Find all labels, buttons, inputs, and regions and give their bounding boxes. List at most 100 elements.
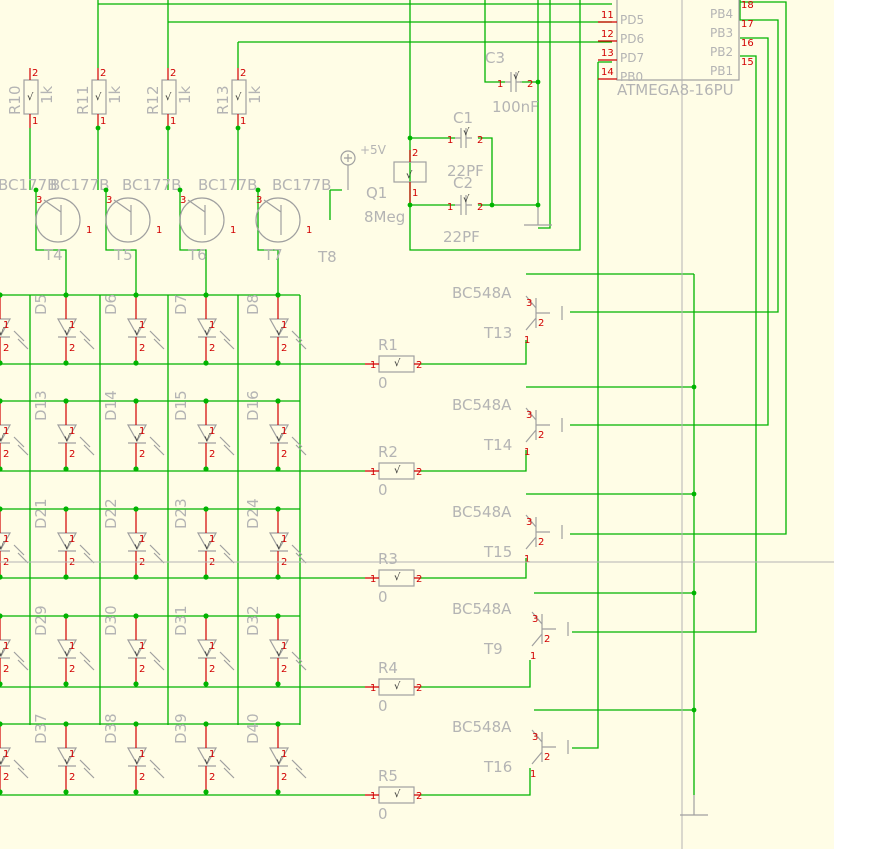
led-ref: D37 (32, 713, 50, 744)
resistor-value: 1k (106, 85, 124, 104)
pin-number: 1 (3, 534, 9, 545)
led-ref: D22 (102, 498, 120, 529)
pin-number: 1 (139, 641, 145, 652)
transistor-ref: T6 (187, 246, 207, 264)
led-rays (149, 759, 165, 779)
resistor-body (161, 79, 177, 115)
transistor-symbol (531, 611, 556, 647)
led-symbol (196, 639, 218, 659)
junction-dot (203, 789, 209, 795)
resistor-value: 1k (176, 85, 194, 104)
mcu-pin-name: PD7 (620, 51, 644, 65)
checkmark: √ (204, 648, 211, 659)
led-symbol (56, 532, 78, 552)
checkmark: √ (134, 433, 141, 444)
mcu-pin-number: 14 (601, 67, 614, 78)
transistor-body (255, 197, 301, 243)
pin-number: 2 (412, 148, 418, 159)
led-rays (79, 436, 95, 456)
transistor-ref: T15 (483, 543, 512, 561)
junction-dot (133, 398, 139, 404)
pin-number: 2 (139, 772, 145, 783)
junction-dot (63, 574, 69, 580)
pin-number: 1 (370, 791, 376, 802)
pin-number: 2 (139, 664, 145, 675)
junction-dot (691, 384, 697, 390)
canvas-margin (834, 0, 874, 849)
junction-dot (203, 721, 209, 727)
junction-dot (0, 721, 3, 727)
led-symbol (196, 318, 218, 338)
pin-number: 2 (477, 135, 483, 146)
pin-number: 1 (100, 116, 106, 127)
led-rays (219, 436, 235, 456)
pin-number: 2 (209, 772, 215, 783)
pin-number: 2 (538, 430, 544, 441)
pin-number: 2 (416, 683, 422, 694)
junction-dot (63, 466, 69, 472)
pin-number: 1 (524, 554, 530, 565)
junction-dot (0, 292, 3, 298)
junction-dot (133, 360, 139, 366)
led-d16: 12√D16 (244, 390, 307, 472)
pin-number: 3 (106, 195, 112, 206)
led-rays (79, 330, 95, 350)
pin-number: 2 (3, 343, 9, 354)
led-d5: 12√D5 (32, 292, 95, 366)
pin-number: 1 (530, 769, 536, 780)
led-ref: D21 (32, 498, 50, 529)
wiring (0, 0, 787, 796)
led-symbol (0, 424, 12, 444)
pin-number: 1 (209, 426, 215, 437)
led-rays (291, 330, 307, 350)
pin-number: 1 (3, 749, 9, 760)
resistor-ref: R1 (378, 336, 398, 354)
led-symbol (268, 318, 290, 338)
pin-number: 3 (526, 298, 532, 309)
mcu-pin-name: PB3 (710, 26, 733, 40)
led-symbol (196, 532, 218, 552)
led-d13: 12√D13 (32, 390, 95, 472)
checkmark: √ (204, 433, 211, 444)
led-rays (149, 436, 165, 456)
led-rays (291, 759, 307, 779)
resistor-ref: R13 (214, 85, 232, 115)
junction-dot (63, 789, 69, 795)
led-rays (149, 651, 165, 671)
led-symbol (268, 532, 290, 552)
junction-dot (0, 466, 3, 472)
junction-dot (133, 613, 139, 619)
transistor-body (105, 197, 151, 243)
resistor-ref: R5 (378, 767, 398, 785)
transistor-type: BC177B (50, 176, 109, 194)
pin-number: 1 (3, 426, 9, 437)
junction-dot (0, 506, 3, 512)
junction-dot (275, 613, 281, 619)
resistor-value: 0 (378, 481, 388, 499)
mcu-pin-name: PB1 (710, 64, 733, 78)
pin-number: 1 (412, 188, 418, 199)
led-d39: 12√D39 (172, 713, 235, 795)
led-rays (291, 651, 307, 671)
mcu-pin-number: 18 (741, 0, 754, 11)
pin-number: 1 (281, 320, 287, 331)
led-rays (149, 544, 165, 564)
mcu-pin-number: 17 (741, 19, 754, 30)
pin-number: 2 (281, 664, 287, 675)
pin-number: 2 (69, 343, 75, 354)
checkmark: √ (276, 433, 283, 444)
pin-number: 2 (281, 343, 287, 354)
junction-dot (63, 721, 69, 727)
led-ref: D39 (172, 713, 190, 744)
checkmark: √ (27, 92, 34, 103)
ground-bar (524, 205, 552, 226)
